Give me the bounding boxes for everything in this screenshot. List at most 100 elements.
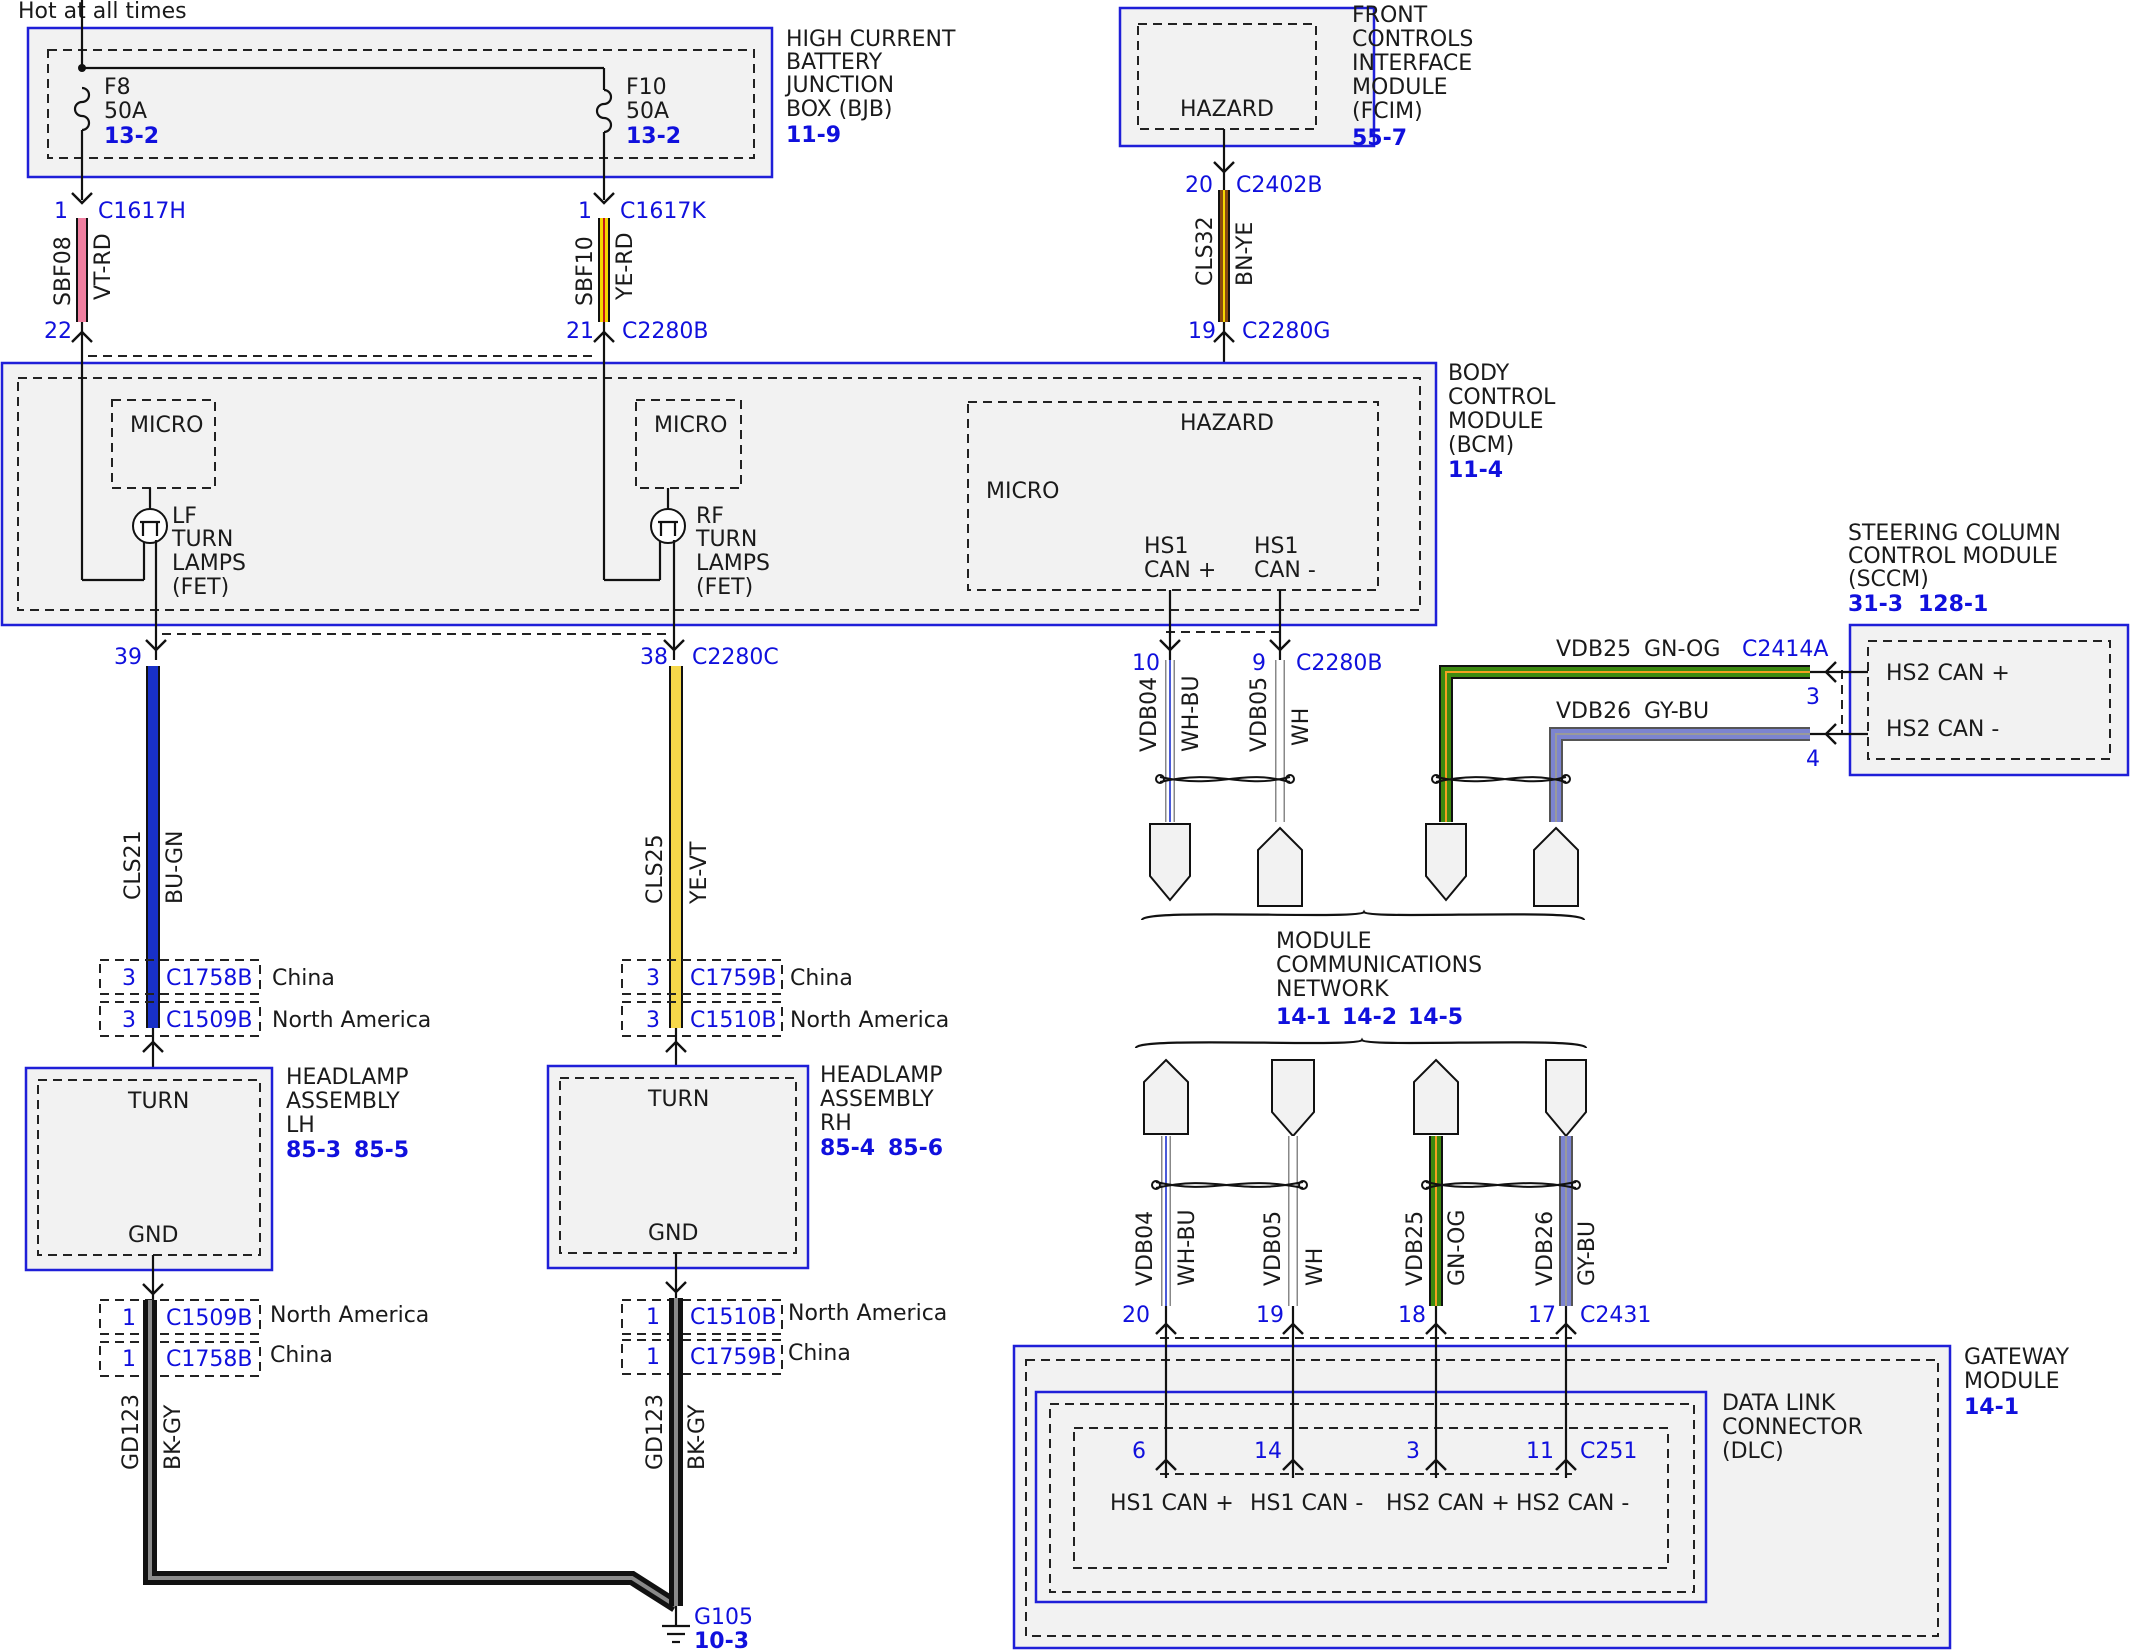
svg-text:NETWORK: NETWORK [1276, 977, 1389, 1002]
gateway-label: GATEWAY MODULE 14-1 [1964, 1345, 2070, 1420]
svg-text:C1758B: C1758B [166, 966, 252, 991]
headlamp-lh-gnd: GND [128, 1223, 178, 1248]
svg-text:C1759B: C1759B [690, 966, 776, 991]
network-connector-shape [1425, 823, 1467, 902]
fcim-inner [1137, 23, 1317, 130]
bcm-ref[interactable]: 11-4 [1448, 458, 1503, 483]
wire-gd123-lh [148, 1300, 678, 1608]
twisted-pair-bottom-2 [1425, 1181, 1577, 1189]
wire-vdb25-top-color: GN-OG [1644, 637, 1720, 662]
fet-rf-l3: LAMPS [696, 551, 770, 576]
wire-vdb26-bot-color: GY-BU [1575, 1221, 1600, 1286]
headlamp-lh-label: HEADLAMP ASSEMBLY LH 85-3 85-5 [286, 1065, 409, 1163]
svg-text:(DLC): (DLC) [1722, 1439, 1784, 1464]
inline-rh-top-na [621, 1001, 783, 1037]
fet-lf-symbol [132, 508, 168, 544]
fet-lf-l3: LAMPS [172, 551, 246, 576]
svg-text:BOX (BJB): BOX (BJB) [786, 97, 893, 122]
c2280g-id: C2280G [1242, 319, 1330, 344]
fet-rf-l4: (FET) [696, 575, 753, 600]
svg-text:CONTROL MODULE: CONTROL MODULE [1848, 544, 2058, 569]
svg-text:3: 3 [122, 966, 136, 991]
svg-text:JUNCTION: JUNCTION [784, 73, 894, 98]
fet-rf-symbol [650, 508, 686, 544]
svg-text:C1758B: C1758B [166, 1347, 252, 1372]
svg-text:C1759B: C1759B [690, 1345, 776, 1370]
fuse-f10-ref[interactable]: 13-2 [626, 124, 681, 149]
svg-text:China: China [270, 1343, 333, 1368]
wire-sbf10-circuit: SBF10 [573, 236, 598, 306]
c1617h-pin: 1 [54, 199, 68, 224]
wire-cls21-circuit: CLS21 [121, 830, 146, 900]
svg-text:LH: LH [286, 1113, 315, 1138]
fet-rf-l1: RF [696, 504, 724, 529]
twisted-pair-top-2 [1435, 776, 1567, 783]
svg-text:MODULE: MODULE [1352, 75, 1448, 100]
c2431-pin-20: 20 [1122, 1303, 1150, 1328]
bcm-micro-main [967, 401, 1379, 591]
gateway-ref[interactable]: 14-1 [1964, 1395, 2019, 1420]
network-label: MODULE COMMUNICATIONS NETWORK 14-1 14-2 … [1276, 929, 1482, 1030]
sccm-ref2[interactable]: 128-1 [1918, 592, 1988, 617]
fcim-hazard: HAZARD [1180, 97, 1274, 122]
c2402b-pin: 20 [1185, 173, 1213, 198]
wire-vdb26-top-circuit: VDB26 [1556, 699, 1631, 724]
c1617h-arrow [71, 192, 93, 205]
c251-pin-14: 14 [1254, 1439, 1282, 1464]
twisted-pair-top-1 [1159, 776, 1291, 783]
headlamp-lh-ref2[interactable]: 85-5 [354, 1138, 409, 1163]
headlamp-rh-ref2[interactable]: 85-6 [888, 1136, 943, 1161]
c1617h-id: C1617H [98, 199, 186, 224]
wire-vdb25-top-circuit: VDB25 [1556, 637, 1631, 662]
svg-text:INTERFACE: INTERFACE [1352, 51, 1472, 76]
wire-vdb04-bot-circuit: VDB04 [1133, 1211, 1158, 1286]
wire-sbf08-circuit: SBF08 [51, 236, 76, 306]
c251-pin-6: 6 [1132, 1439, 1146, 1464]
inline-lh-top-china [99, 959, 261, 995]
network-ref1[interactable]: 14-1 [1276, 1005, 1331, 1030]
dlc-pin-hs2-neg: HS2 CAN - [1516, 1491, 1629, 1516]
c2280b-pin-22: 22 [44, 319, 72, 344]
headlamp-rh-turn: TURN [647, 1087, 709, 1112]
wire-gd123-rh-color: BK-GY [685, 1404, 710, 1470]
sccm-ref1[interactable]: 31-3 [1848, 592, 1903, 617]
bjb-ref[interactable]: 11-9 [786, 123, 841, 148]
inline-lh-top-na [99, 1001, 261, 1037]
inline-rh-top-china [621, 959, 783, 995]
bcm-micro-lf-label: MICRO [130, 413, 203, 438]
wire-cls25-color: YE-VT [687, 841, 712, 905]
bcm-hs1-pos-l2: CAN + [1144, 558, 1216, 583]
network-ref2[interactable]: 14-2 [1342, 1005, 1397, 1030]
svg-text:1: 1 [646, 1345, 660, 1370]
inline-lh-bot-na [99, 1299, 261, 1335]
svg-text:STEERING COLUMN: STEERING COLUMN [1848, 521, 2061, 546]
svg-text:3: 3 [646, 1008, 660, 1033]
headlamp-lh-ref1[interactable]: 85-3 [286, 1138, 341, 1163]
dlc-pin-hs1-neg: HS1 CAN - [1250, 1491, 1363, 1516]
network-connector-shape [1545, 1059, 1587, 1138]
svg-text:GATEWAY: GATEWAY [1964, 1345, 2070, 1370]
c2280b-pin-21: 21 [566, 319, 594, 344]
headlamp-rh-label: HEADLAMP ASSEMBLY RH 85-4 85-6 [820, 1063, 943, 1161]
svg-text:HEADLAMP: HEADLAMP [286, 1065, 409, 1090]
wire-vdb26-bot-circuit: VDB26 [1533, 1211, 1558, 1286]
wire-vdb04-top-color: WH-BU [1179, 675, 1204, 752]
network-connector-shape [1257, 826, 1303, 907]
ground-ref[interactable]: 10-3 [694, 1629, 749, 1651]
splice-dot [78, 64, 86, 72]
inline-rh-bot-china [621, 1339, 783, 1375]
bcm-micro-rf [635, 399, 742, 489]
network-ref3[interactable]: 14-5 [1408, 1005, 1463, 1030]
fcim-ref[interactable]: 55-7 [1352, 126, 1407, 151]
headlamp-rh-ref1[interactable]: 85-4 [820, 1136, 875, 1161]
svg-text:3: 3 [646, 966, 660, 991]
svg-text:1: 1 [122, 1347, 136, 1372]
sccm-label: STEERING COLUMN CONTROL MODULE (SCCM) 31… [1848, 521, 2061, 617]
c2280c-id: C2280C [692, 645, 779, 670]
bcm-inner [17, 377, 1421, 611]
svg-text:MODULE: MODULE [1276, 929, 1372, 954]
c2280b-pin-9: 9 [1252, 651, 1266, 676]
wire-cls32-circuit: CLS32 [1193, 216, 1218, 286]
fuse-f8-ref[interactable]: 13-2 [104, 124, 159, 149]
c2431-id: C2431 [1580, 1303, 1651, 1328]
